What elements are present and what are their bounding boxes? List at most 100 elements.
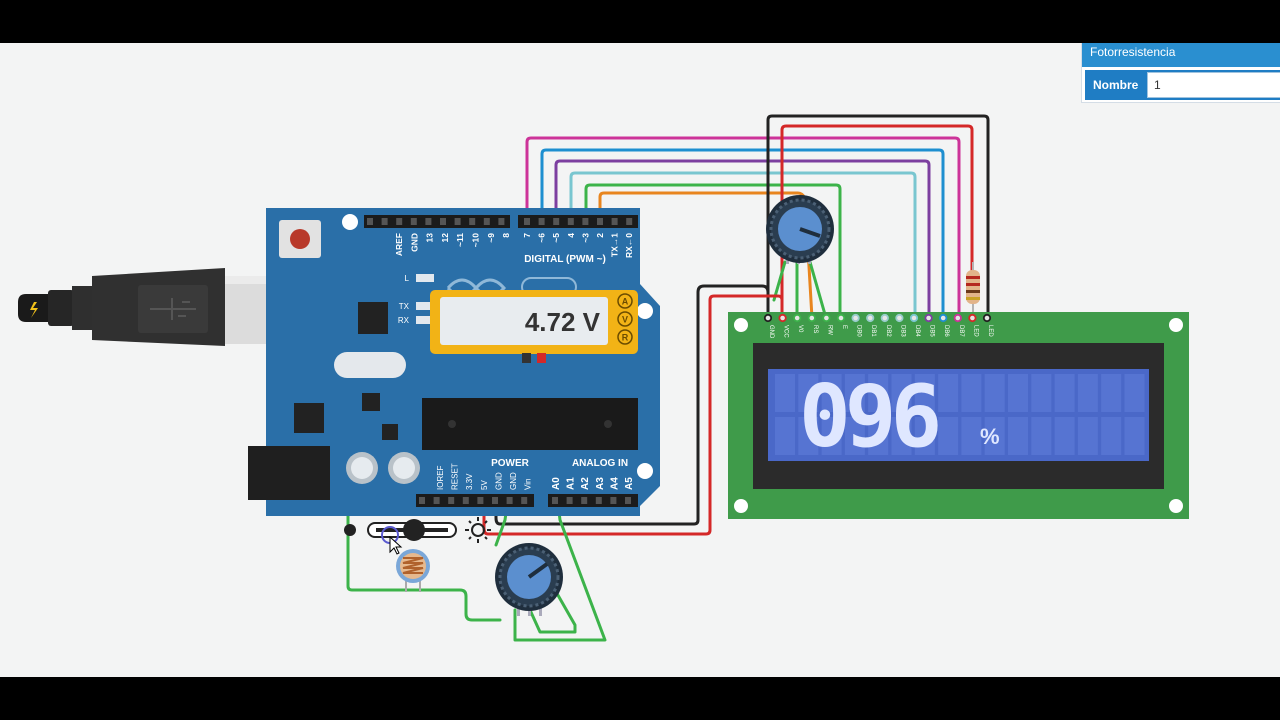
header-hole[interactable]: [521, 497, 528, 504]
header-hole[interactable]: [483, 218, 490, 225]
header-hole[interactable]: [367, 218, 373, 225]
header-hole[interactable]: [396, 218, 403, 225]
lcd-cell: [798, 374, 819, 412]
header-hole[interactable]: [454, 218, 461, 225]
light-source-icon: [465, 517, 491, 543]
header-hole[interactable]: [469, 218, 476, 225]
lcd-pin[interactable]: [851, 313, 860, 323]
wire-pot2-leg[interactable]: [528, 588, 577, 634]
lcd-display-text: 096 %: [799, 367, 1000, 467]
potentiometer-icon[interactable]: [766, 195, 834, 264]
wire-teal[interactable]: [569, 171, 917, 320]
header-hole[interactable]: [595, 497, 602, 504]
header-hole[interactable]: [582, 218, 589, 225]
lcd-pin[interactable]: [836, 313, 846, 323]
wire-black-top[interactable]: [766, 114, 990, 320]
header-hole[interactable]: [492, 497, 498, 504]
multimeter-mode-buttons[interactable]: AVR: [617, 293, 633, 345]
mode-label: R: [622, 333, 629, 343]
header-hole[interactable]: [610, 497, 617, 504]
lcd-big-digits: 096: [799, 367, 939, 467]
lcd-pin[interactable]: [866, 313, 875, 323]
header-hole[interactable]: [381, 218, 388, 225]
mode-button[interactable]: [617, 311, 633, 327]
wire-green-rs[interactable]: [584, 183, 842, 320]
wire-black-gnd[interactable]: [494, 284, 770, 526]
mode-button[interactable]: [617, 329, 633, 345]
probe-red[interactable]: [537, 353, 546, 363]
header-hole[interactable]: [566, 497, 573, 504]
name-input[interactable]: [1147, 72, 1280, 98]
led-label: L: [405, 274, 410, 283]
lcd-pin[interactable]: [895, 313, 904, 323]
led-rx: [416, 316, 434, 324]
lcd-cell: [798, 417, 819, 455]
power-jack[interactable]: [248, 446, 330, 500]
power-label: POWER: [491, 458, 530, 469]
lcd-cell: [1054, 417, 1075, 455]
header-hole[interactable]: [477, 497, 484, 504]
lcd-cell: [1124, 374, 1145, 412]
lcd-cell: [775, 374, 795, 412]
wire-red-top[interactable]: [780, 124, 974, 320]
header-hole[interactable]: [553, 218, 560, 225]
header-hole[interactable]: [611, 218, 618, 225]
lcd-cell: [1077, 374, 1098, 412]
lcd-cell: [1101, 374, 1122, 412]
lcd-pin[interactable]: [822, 313, 831, 323]
lcd-cell: [938, 374, 959, 412]
wire-pot-gnd[interactable]: [772, 260, 787, 302]
lcd-pin[interactable]: [909, 313, 919, 323]
header-hole[interactable]: [552, 497, 558, 504]
header-hole[interactable]: [581, 497, 588, 504]
header-hole[interactable]: [448, 497, 455, 504]
wire-purple[interactable]: [554, 159, 931, 320]
lcd-pin[interactable]: [763, 313, 773, 323]
mount-hole: [342, 214, 358, 230]
light-slider[interactable]: [344, 517, 491, 543]
lcd-pin[interactable]: [982, 313, 992, 323]
header-hole[interactable]: [410, 218, 417, 225]
header-hole[interactable]: [597, 218, 603, 225]
header-hole[interactable]: [498, 218, 505, 225]
slider-handle[interactable]: [403, 519, 425, 541]
probe-black[interactable]: [522, 353, 531, 363]
header-hole[interactable]: [625, 497, 631, 504]
header-hole[interactable]: [419, 497, 425, 504]
lcd-pin[interactable]: [939, 313, 948, 323]
lcd-pin[interactable]: [807, 313, 816, 323]
lcd-pin[interactable]: [778, 313, 787, 323]
wire-pot-vcc[interactable]: [808, 260, 828, 320]
lcd-pin[interactable]: [793, 313, 802, 323]
small-chip: [382, 424, 398, 440]
lcd-cell: [775, 417, 795, 455]
header-hole[interactable]: [440, 218, 446, 225]
wire-blue[interactable]: [540, 148, 945, 320]
mode-button[interactable]: [617, 293, 633, 309]
lcd-pin[interactable]: [953, 313, 962, 323]
header-hole[interactable]: [462, 497, 469, 504]
header-hole[interactable]: [425, 218, 432, 225]
resistor-icon[interactable]: [966, 262, 980, 312]
wire-red-5v[interactable]: [482, 294, 784, 536]
usb-chip: [358, 302, 388, 334]
wire-pink[interactable]: [525, 136, 961, 320]
analog-pin-label: A5: [624, 477, 635, 490]
lcd-pin[interactable]: [968, 313, 977, 323]
multimeter[interactable]: 4.72 V AVR: [430, 290, 638, 363]
lcd-cell: [844, 417, 865, 455]
lcd-pin[interactable]: [924, 313, 933, 323]
header-hole[interactable]: [567, 218, 574, 225]
lcd-pin-label: RW: [826, 325, 832, 335]
potentiometer-icon[interactable]: [495, 543, 563, 616]
lcd-pin[interactable]: [880, 313, 889, 323]
header-hole[interactable]: [538, 218, 545, 225]
header-hole[interactable]: [524, 218, 530, 225]
header-hole[interactable]: [506, 497, 513, 504]
header-hole[interactable]: [626, 218, 633, 225]
header-hole[interactable]: [433, 497, 440, 504]
photoresistor-icon[interactable]: [381, 526, 430, 592]
